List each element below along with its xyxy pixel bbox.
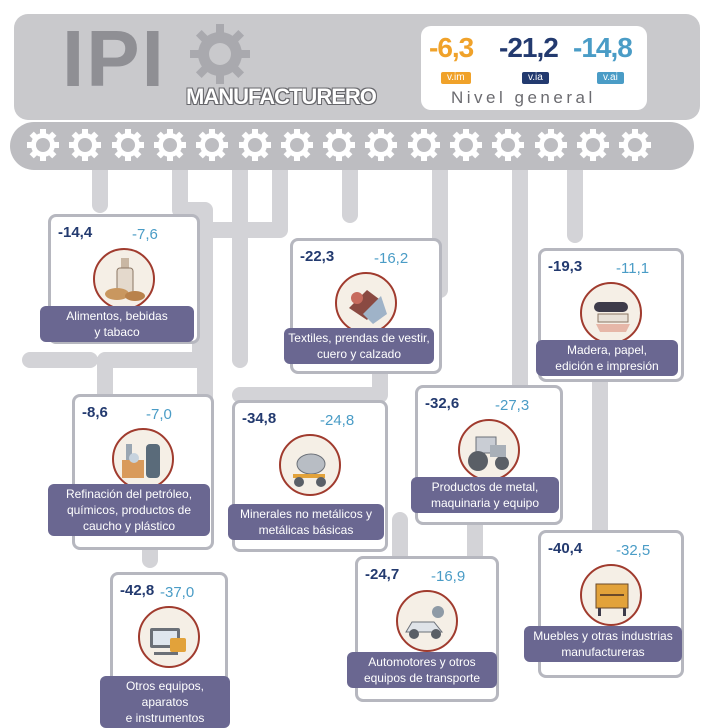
sector-label: Otros equipos, aparatos e instrumentos xyxy=(100,676,230,728)
summary-vim-badge: v.im xyxy=(441,72,471,84)
sector-cumulative-value: -16,2 xyxy=(374,250,409,267)
sector-label-line: Alimentos, bebidas xyxy=(66,309,168,323)
sector-label: Minerales no metálicos y metálicas básica… xyxy=(228,504,384,540)
sector-cumulative-value: -37,0 xyxy=(160,584,195,601)
sector-label: Refinación del petróleo, químicos, produc… xyxy=(48,484,210,536)
sector-label-line: cuero y calzado xyxy=(316,347,402,361)
sector-label-line: metálicas básicas xyxy=(258,523,354,537)
sector-label-line: Refinación del petróleo, xyxy=(65,487,193,501)
conveyor-gear-icon xyxy=(618,128,652,162)
summary-via-value: -21,2 xyxy=(499,32,559,63)
sector-label-line: Otros equipos, aparatos xyxy=(125,679,205,709)
cement-mixer-icon xyxy=(279,434,341,496)
sector-yoy-value: -42,8 xyxy=(120,582,155,599)
summary-panel: -6,3 v.im -21,2 v.ia -14,8 v.ai Nivel ge… xyxy=(421,26,647,110)
paper-roll-icon xyxy=(580,282,642,344)
conveyor-gear-icon xyxy=(364,128,398,162)
summary-vai-value: -14,8 xyxy=(573,32,633,63)
sector-label-line: Productos de metal, xyxy=(431,480,539,494)
sector-label-line: e instrumentos xyxy=(125,711,205,725)
conveyor-gear-icon xyxy=(153,128,187,162)
tractor-icon xyxy=(458,419,520,481)
summary-caption: Nivel general xyxy=(451,88,596,107)
conveyor-gear-icon xyxy=(491,128,525,162)
sector-label-line: manufactureras xyxy=(561,645,645,659)
sector-label-line: equipos de transporte xyxy=(363,671,481,685)
summary-vim-value: -6,3 xyxy=(429,32,474,63)
conveyor-gear-icon xyxy=(68,128,102,162)
sector-label-line: maquinaria y equipo xyxy=(430,496,540,510)
sector-label: Madera, papel, edición e impresión xyxy=(536,340,678,376)
sector-cumulative-value: -16,9 xyxy=(431,568,466,585)
sector-label-line: y tabaco xyxy=(94,325,140,339)
sector-cumulative-value: -7,6 xyxy=(132,226,158,243)
sector-label-line: edición e impresión xyxy=(555,359,659,373)
sector-yoy-value: -34,8 xyxy=(242,410,277,427)
conveyor-gear-icon xyxy=(111,128,145,162)
car-motorcycle-icon xyxy=(396,590,458,652)
sector-yoy-value: -24,7 xyxy=(365,566,400,583)
sector-label: Textiles, prendas de vestir, cuero y calz… xyxy=(284,328,434,364)
devices-icon xyxy=(138,606,200,668)
conveyor-gear-icon xyxy=(280,128,314,162)
sector-label-line: caucho y plástico xyxy=(82,519,176,533)
sector-cumulative-value: -32,5 xyxy=(616,542,651,559)
sector-cumulative-value: -27,3 xyxy=(495,397,530,414)
page-title: IPI xyxy=(62,14,166,103)
chemicals-icon xyxy=(112,428,174,490)
sector-yoy-value: -14,4 xyxy=(58,224,93,241)
sector-label-line: químicos, productos de xyxy=(66,503,192,517)
sector-yoy-value: -19,3 xyxy=(548,258,583,275)
sector-label-line: Automotores y otros xyxy=(368,655,476,669)
sector-cumulative-value: -7,0 xyxy=(146,406,172,423)
conveyor-gear-icon xyxy=(322,128,356,162)
sector-cumulative-value: -24,8 xyxy=(320,412,355,429)
sector-label: Alimentos, bebidas y tabaco xyxy=(40,306,194,342)
sector-yoy-value: -32,6 xyxy=(425,395,460,412)
sector-label-line: Madera, papel, xyxy=(566,343,648,357)
conveyor-gear-icon xyxy=(195,128,229,162)
conveyor-gear-icon xyxy=(449,128,483,162)
sector-yoy-value: -40,4 xyxy=(548,540,583,557)
textile-fabric-icon xyxy=(335,272,397,334)
sector-label-line: Minerales no metálicos y xyxy=(239,507,373,521)
sector-label: Muebles y otras industrias manufactureras xyxy=(524,626,682,662)
food-bottle-bread-icon xyxy=(93,248,155,310)
furniture-icon xyxy=(580,564,642,626)
gear-icon xyxy=(190,24,250,84)
conveyor-gear-icon xyxy=(407,128,441,162)
summary-vai-badge: v.ai xyxy=(597,72,624,84)
conveyor-gear-icon xyxy=(238,128,272,162)
page-subtitle: MANUFACTURERO xyxy=(186,84,377,109)
sector-label-line: Textiles, prendas de vestir, xyxy=(288,331,430,345)
conveyor-gear-icon xyxy=(534,128,568,162)
summary-via-badge: v.ia xyxy=(522,72,549,84)
sector-cumulative-value: -11,1 xyxy=(616,260,650,277)
conveyor-gear-icon xyxy=(26,128,60,162)
sector-yoy-value: -8,6 xyxy=(82,404,108,421)
sector-label-line: Muebles y otras industrias xyxy=(533,629,673,643)
sector-label: Automotores y otros equipos de transporte xyxy=(347,652,497,688)
conveyor-gear-icon xyxy=(576,128,610,162)
sector-yoy-value: -22,3 xyxy=(300,248,335,265)
sector-label: Productos de metal, maquinaria y equipo xyxy=(411,477,559,513)
